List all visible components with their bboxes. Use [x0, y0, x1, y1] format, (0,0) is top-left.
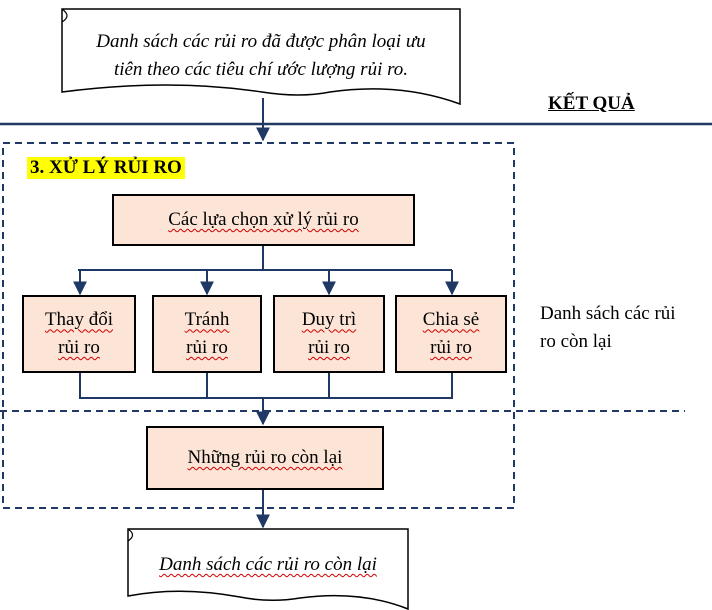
input-document-line-1: Danh sách các rủi ro đã được phân loại ư…: [96, 31, 426, 53]
option-box-1: Thay đổi rủi ro: [22, 295, 136, 373]
option-1-line-2: rủi ro: [58, 337, 100, 358]
options-box-label: Các lựa chọn xử lý rủi ro: [168, 209, 359, 231]
output-document-shape: [127, 528, 409, 610]
option-4-line-1: Chia sẻ: [422, 309, 480, 331]
output-document-curl: [127, 528, 134, 542]
residual-box-label: Những rủi ro còn lại: [187, 447, 343, 469]
output-document-label: Danh sách các rủi ro còn lại: [159, 554, 377, 576]
input-document-text: Danh sách các rủi ro đã được phân loại ư…: [62, 28, 460, 84]
options-box: Các lựa chọn xử lý rủi ro: [112, 194, 415, 246]
option-box-3: Duy trì rủi ro: [273, 295, 385, 373]
side-note: Danh sách các rủi ro còn lại: [540, 303, 676, 352]
option-4-line-2: rủi ro: [430, 337, 472, 358]
option-box-2: Tránh rủi ro: [152, 295, 262, 373]
input-document-shape: [61, 8, 461, 106]
option-1-line-1: Thay đổi: [44, 309, 114, 331]
stage-frame: [2, 142, 515, 509]
residual-box: Những rủi ro còn lại: [146, 426, 384, 490]
input-document-curl: [61, 8, 68, 23]
option-box-4: Chia sẻ rủi ro: [395, 295, 507, 373]
output-document-text: Danh sách các rủi ro còn lại: [128, 545, 408, 585]
option-3-line-1: Duy trì: [301, 309, 357, 331]
option-3-line-2: rủi ro: [308, 337, 350, 358]
option-2-line-2: rủi ro: [186, 337, 228, 358]
option-2-line-1: Tránh: [184, 309, 230, 331]
result-label: KẾT QUẢ: [548, 93, 635, 114]
stage-title: 3. XỬ LÝ RỦI RO: [27, 157, 185, 179]
input-document-line-2: tiên theo các tiêu chí ước lượng rủi ro.: [113, 59, 409, 80]
